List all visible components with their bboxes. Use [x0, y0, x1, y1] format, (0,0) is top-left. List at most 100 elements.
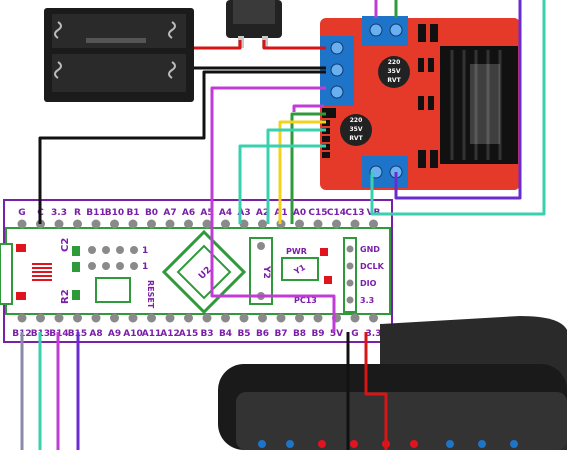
- spring-contact-2: [54, 61, 62, 79]
- switch-rocker: [233, 0, 275, 24]
- top-pin: [147, 219, 156, 229]
- bottom-pin-label: A12: [160, 329, 180, 339]
- swd-pin-label: DIO: [360, 279, 377, 288]
- terminal-screw: [389, 23, 403, 37]
- usb-connector: [0, 243, 13, 305]
- bottom-pin: [91, 313, 101, 323]
- top-pin-label: C15: [308, 208, 327, 218]
- bottom-pin-label: B6: [256, 329, 269, 339]
- label-pwr: PWR: [286, 247, 307, 256]
- cap1-line1: 220: [388, 59, 401, 66]
- top-pin-label: A3: [237, 208, 250, 218]
- bottom-pin-row: [17, 313, 378, 323]
- label-y2: Y2: [261, 265, 271, 279]
- bottom-pin-label: G: [351, 329, 358, 339]
- label-pc13: PC13: [294, 296, 317, 305]
- top-pin-label: A7: [163, 208, 176, 218]
- bottom-pin: [369, 313, 378, 323]
- terminal-screw: [330, 63, 344, 77]
- swd-pin-label: 3.3: [360, 296, 374, 305]
- swd-pin: [346, 296, 354, 304]
- receiver-socket: [236, 392, 567, 450]
- top-pin: [350, 219, 360, 229]
- terminal-screw: [369, 23, 383, 37]
- swd-header: [343, 237, 357, 313]
- bottom-pin: [128, 313, 138, 323]
- top-pin-label: G: [18, 208, 25, 218]
- bottom-pin-label: 3.3: [366, 329, 382, 339]
- top-pin: [239, 219, 249, 229]
- top-pin: [54, 219, 64, 229]
- crystal-y1: [281, 257, 319, 281]
- bottom-pin: [276, 313, 286, 323]
- smd-r2: [72, 290, 80, 300]
- battery-slot-2: [52, 54, 186, 92]
- terminal-screw: [330, 85, 344, 99]
- top-pin-label: B10: [105, 208, 124, 218]
- bottom-pin-label: B3: [200, 329, 213, 339]
- bottom-pin-label: B5: [237, 329, 250, 339]
- top-pin: [17, 219, 27, 229]
- bottom-pin-label: 5V: [330, 329, 343, 339]
- capacitor-2: [340, 114, 372, 146]
- label-r2: R2: [60, 289, 71, 304]
- bottom-pin: [184, 313, 193, 323]
- cap1-line2: 35V: [388, 68, 401, 75]
- bottom-pin: [221, 313, 230, 323]
- bottom-pin: [202, 313, 212, 323]
- resistor-array: [32, 263, 52, 281]
- swd-pin: [346, 279, 354, 287]
- bottom-pin-label: A8: [89, 329, 102, 339]
- swd-pin: [346, 262, 354, 270]
- top-pin: [313, 219, 323, 229]
- top-pin-label: A0: [293, 208, 306, 218]
- label-1b: 1: [142, 262, 148, 272]
- rocker-switch: [226, 0, 282, 48]
- top-pin-label: B0: [145, 208, 158, 218]
- bottom-pin-label: B9: [311, 329, 324, 339]
- wire-magenta-5v-b: [224, 294, 336, 332]
- spring-contact-3: [168, 21, 176, 39]
- wire-motor-b-purple: [394, 0, 522, 200]
- top-pin: [258, 219, 267, 229]
- smd-c2b: [72, 262, 80, 272]
- wire-motor-b-teal: [370, 0, 546, 216]
- swd-pin-label: GND: [360, 245, 380, 254]
- top-pin-label: B1: [126, 208, 139, 218]
- top-pin-label: A5: [200, 208, 213, 218]
- smd-c2: [72, 246, 80, 256]
- wire-magenta-5v: [210, 86, 326, 298]
- top-pin: [221, 219, 230, 229]
- top-pin: [110, 219, 119, 229]
- bottom-pin-label: A15: [179, 329, 199, 339]
- label-1a: 1: [142, 246, 148, 256]
- top-pin: [73, 219, 82, 229]
- bottom-pin: [54, 313, 64, 323]
- wires: [20, 0, 546, 450]
- crystal-y2: [249, 237, 273, 305]
- top-pin: [165, 219, 175, 229]
- bottom-pin-label: B8: [293, 329, 306, 339]
- boot-jumpers: [88, 246, 138, 270]
- led-red-bottom: [16, 292, 26, 300]
- top-pin-label: 3.3: [51, 208, 67, 218]
- top-pin-row: [17, 219, 378, 229]
- bottom-pin-label: B7: [274, 329, 287, 339]
- bottom-pin-label: A10: [123, 329, 143, 339]
- led-red-top: [16, 244, 26, 252]
- wire-magenta-short: [292, 104, 324, 112]
- bottom-pin: [147, 313, 156, 323]
- l298n-driver: 220 35V RVT 220 35V RVT: [320, 16, 520, 190]
- bottom-pin: [350, 313, 360, 323]
- bottom-pin: [36, 313, 45, 323]
- spring-contact-4: [168, 61, 176, 79]
- battery-label-embossing: [86, 38, 146, 43]
- top-pin: [184, 219, 193, 229]
- bottom-pin-label: A11: [142, 329, 162, 339]
- receiver-pins: [258, 440, 518, 448]
- wire-teal: [266, 128, 326, 224]
- top-pin-label: A2: [256, 208, 269, 218]
